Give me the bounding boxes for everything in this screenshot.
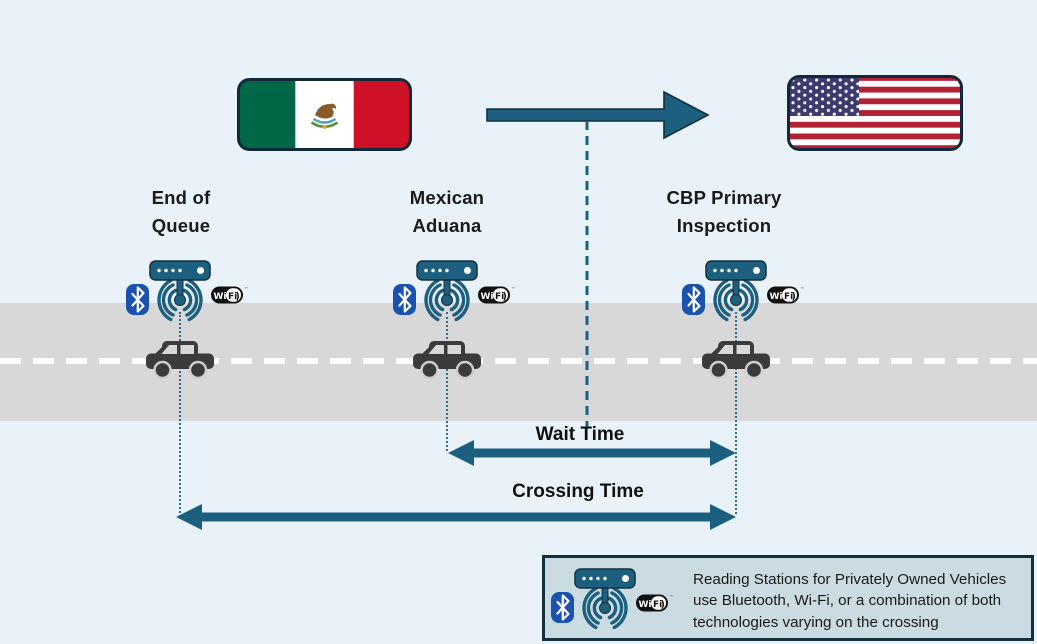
sensor-cbp-primary-inspection: Wi Fi ) ™ xyxy=(661,258,811,322)
bluetooth-icon xyxy=(551,592,574,623)
router-icon xyxy=(574,568,636,589)
sensor-mexican-aduana: Wi Fi ) ™ xyxy=(372,258,522,322)
car-end-of-queue xyxy=(143,336,217,382)
mexico-flag xyxy=(237,78,412,151)
svg-text:Wi: Wi xyxy=(639,600,652,610)
car-icon xyxy=(413,341,481,380)
car-icon xyxy=(702,341,770,380)
svg-text:™: ™ xyxy=(669,595,674,601)
radio-waves-icon xyxy=(424,278,470,322)
router-icon xyxy=(416,260,478,281)
bluetooth-icon xyxy=(682,284,705,315)
usa-flag xyxy=(787,75,963,151)
radio-waves-icon xyxy=(157,278,203,322)
wifi-logo-icon: Wi Fi ) ™ xyxy=(636,594,674,612)
wifi-logo-icon: Wi Fi ) ™ xyxy=(767,286,805,304)
wifi-logo-icon: Wi Fi ) ™ xyxy=(211,286,249,304)
mexico-emblem xyxy=(310,103,339,129)
road-centerline xyxy=(0,358,1037,364)
wait-time-label: Wait Time xyxy=(535,424,625,445)
guide-line-cbp-primary-inspection xyxy=(735,312,737,514)
reading-station-icon: Wi Fi ) ™ xyxy=(126,260,249,322)
radio-waves-icon xyxy=(582,586,628,630)
sensor-ball xyxy=(174,294,186,306)
router-icon xyxy=(149,260,211,281)
svg-text:Wi: Wi xyxy=(481,292,494,302)
guide-line-end-of-queue xyxy=(179,312,181,517)
svg-text:™: ™ xyxy=(800,287,805,293)
bluetooth-icon xyxy=(126,284,149,315)
svg-text:): ) xyxy=(792,291,796,302)
router-icon xyxy=(705,260,767,281)
svg-text:Fi: Fi xyxy=(228,292,237,302)
crossing-time-label: Crossing Time xyxy=(512,481,644,502)
guide-line-mexican-aduana xyxy=(446,312,448,451)
svg-text:Fi: Fi xyxy=(653,600,662,610)
bluetooth-icon xyxy=(393,284,416,315)
car-icon xyxy=(146,341,214,380)
reading-station-icon: Wi Fi ) ™ xyxy=(393,260,516,322)
wait-time-arrow xyxy=(444,438,740,468)
reading-station-icon: Wi Fi ) ™ xyxy=(682,260,805,322)
legend-sensor-icon: Wi Fi ) ™ xyxy=(530,566,680,630)
radio-waves-icon xyxy=(713,278,759,322)
svg-text:Fi: Fi xyxy=(784,292,793,302)
reading-station-icon: Wi Fi ) ™ xyxy=(551,568,674,630)
flow-arrow xyxy=(483,88,715,142)
crossing-time-arrow xyxy=(172,502,740,532)
svg-text:Fi: Fi xyxy=(495,292,504,302)
svg-text:Wi: Wi xyxy=(214,292,227,302)
sensor-ball xyxy=(441,294,453,306)
border-dashed-line xyxy=(585,121,589,428)
svg-text:Wi: Wi xyxy=(770,292,783,302)
svg-text:™: ™ xyxy=(244,287,249,293)
sensor-ball xyxy=(730,294,742,306)
svg-text:): ) xyxy=(661,599,665,610)
sensor-ball xyxy=(599,602,611,614)
car-cbp-primary-inspection xyxy=(699,336,773,382)
wifi-logo-icon: Wi Fi ) ™ xyxy=(478,286,516,304)
car-mexican-aduana xyxy=(410,336,484,382)
legend-text: Reading Stations for Privately Owned Veh… xyxy=(693,571,1007,631)
svg-text:): ) xyxy=(503,291,507,302)
svg-text:™: ™ xyxy=(511,287,516,293)
svg-text:): ) xyxy=(236,291,240,302)
sensor-end-of-queue: Wi Fi ) ™ xyxy=(105,258,255,322)
